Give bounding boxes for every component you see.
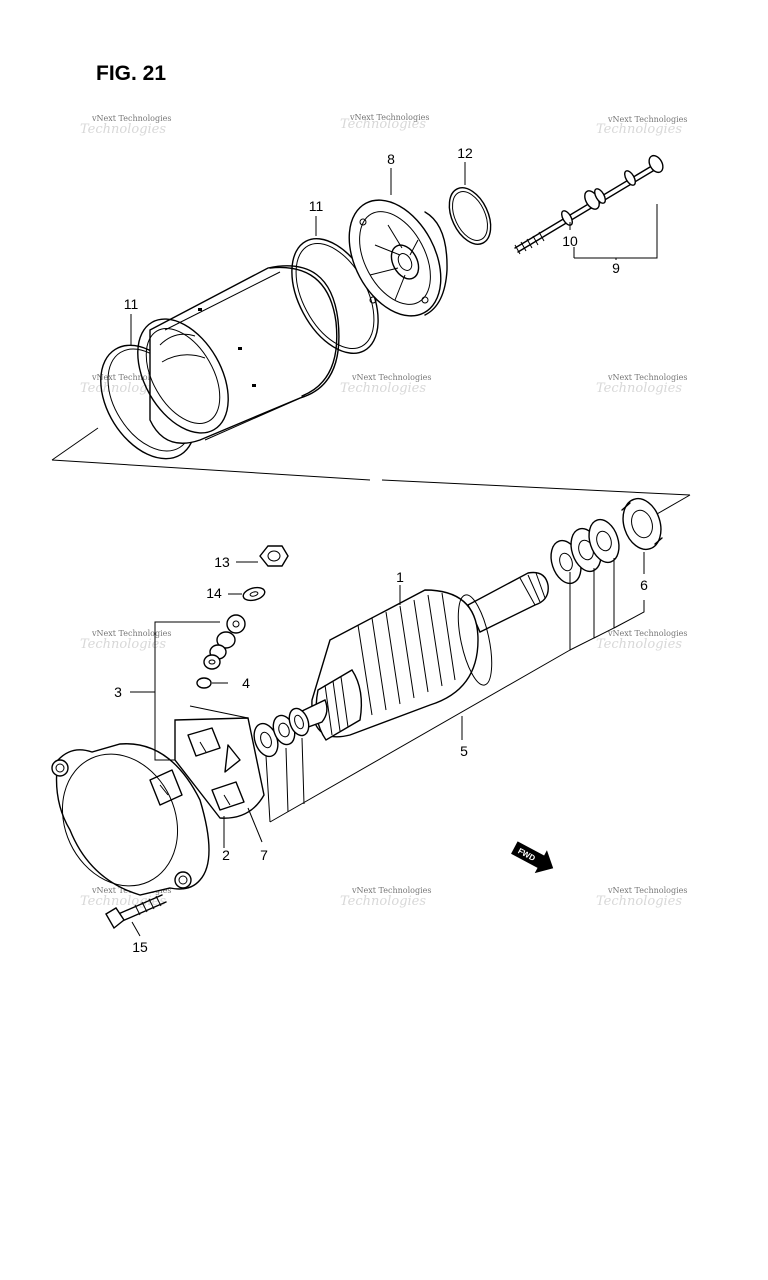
callout-2: 2 bbox=[222, 847, 230, 863]
watermark-text: vNext Technologies bbox=[91, 629, 171, 638]
figure-title: FIG. 21 bbox=[96, 62, 166, 85]
callout-6: 6 bbox=[640, 577, 648, 593]
part-13-nut bbox=[259, 545, 289, 567]
callout-8: 8 bbox=[387, 151, 395, 167]
watermark-ghost: Technologies bbox=[80, 122, 166, 137]
part-9-through-bolt bbox=[514, 154, 664, 255]
callouts: 1 2 3 4 5 6 7 8 9 10 11 11 12 13 14 15 bbox=[114, 145, 648, 955]
callout-7: 7 bbox=[260, 847, 268, 863]
watermark-text: vNext Technologies bbox=[607, 886, 687, 895]
starter-yoke-housing bbox=[137, 265, 340, 444]
fwd-arrow-icon: FWD bbox=[511, 841, 554, 874]
part-6-lock-washer bbox=[621, 497, 663, 551]
watermark-ghost: Technologies bbox=[80, 637, 166, 652]
watermark-ghost: Technologies bbox=[596, 122, 682, 137]
callout-1: 1 bbox=[396, 569, 404, 585]
part-3-terminal-set bbox=[203, 614, 246, 670]
watermark-ghost: Technologies bbox=[596, 894, 682, 909]
callout-14: 14 bbox=[206, 585, 222, 601]
callout-11-right: 11 bbox=[309, 198, 324, 214]
callout-15: 15 bbox=[132, 939, 148, 955]
watermark-text: vNext Technologies bbox=[91, 114, 171, 123]
callout-3: 3 bbox=[114, 684, 122, 700]
leader-lines bbox=[130, 162, 658, 937]
watermark-ghost: Technologies bbox=[340, 117, 426, 132]
divider-lines bbox=[51, 427, 691, 519]
watermark-ghost: Technologies bbox=[80, 894, 166, 909]
callout-10: 10 bbox=[562, 233, 578, 249]
watermark-ghost: Technologies bbox=[596, 637, 682, 652]
callout-4: 4 bbox=[242, 675, 250, 691]
callout-11-left: 11 bbox=[124, 296, 139, 312]
callout-9: 9 bbox=[612, 260, 620, 276]
watermarks: Technologies vNext Technologies Technolo… bbox=[80, 113, 687, 909]
part-4-o-ring bbox=[196, 677, 212, 689]
part-12-o-ring bbox=[448, 187, 492, 245]
watermark-text: vNext Technologies bbox=[607, 629, 687, 638]
part-5-front-washers bbox=[253, 707, 310, 758]
callout-12: 12 bbox=[457, 145, 473, 161]
brush-holder-plate bbox=[174, 705, 265, 819]
watermark-ghost: Technologies bbox=[340, 894, 426, 909]
part-8-rear-cover bbox=[348, 199, 448, 317]
part-5-rear-washers bbox=[550, 518, 620, 585]
watermark-text: vNext Technologies bbox=[607, 115, 687, 124]
watermark-text: vNext Technologies bbox=[91, 373, 171, 382]
watermark-text: vNext Technologies bbox=[349, 113, 429, 122]
watermark-text: vNext Technologies bbox=[607, 373, 687, 382]
callout-13: 13 bbox=[214, 554, 230, 570]
front-end-cover bbox=[51, 743, 210, 896]
watermark-text: vNext Technologies bbox=[351, 886, 431, 895]
watermark-text: vNext Technologies bbox=[351, 373, 431, 382]
watermark-ghost: Technologies bbox=[596, 381, 682, 396]
callout-5: 5 bbox=[460, 743, 468, 759]
part-1-armature bbox=[299, 571, 549, 741]
part-15-bolt bbox=[105, 894, 167, 930]
part-14-washer bbox=[242, 586, 266, 602]
watermark-ghost: Technologies bbox=[340, 381, 426, 396]
